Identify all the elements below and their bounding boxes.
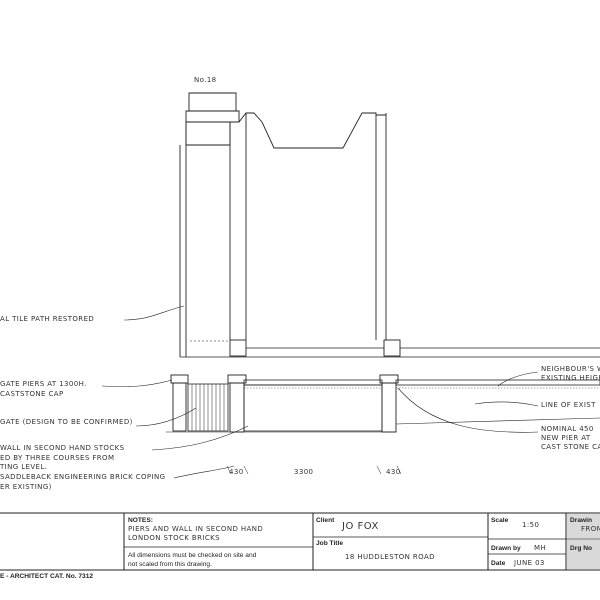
notes-line-2: LONDON STOCK BRICKS	[128, 534, 220, 542]
note-caststone-cap-right: CAST STONE CA	[541, 443, 600, 451]
dimension-right: 430	[386, 468, 401, 476]
client-label: Client	[316, 517, 335, 524]
house-chimney	[188, 92, 237, 112]
notes-line-1: PIERS AND WALL IN SECOND HAND	[128, 525, 263, 533]
drawing-value: FROM	[581, 525, 600, 533]
leader-line	[173, 465, 235, 479]
house-label: No.18	[194, 76, 217, 84]
neighbour-gable-outline	[238, 112, 386, 149]
note-neighbour-wall: NEIGHBOUR'S W	[541, 365, 600, 373]
notes-right: NEIGHBOUR'S W EXISTING HEIGH LINE OF EXI…	[397, 365, 600, 451]
leader-line	[474, 401, 539, 407]
note-line-of-existing: LINE OF EXIST	[541, 401, 596, 409]
leader-line	[135, 407, 197, 427]
drg-no-cell-shade	[567, 540, 600, 569]
note-or-existing: ER EXISTING)	[0, 483, 52, 491]
note-gate-piers: GATE PIERS AT 1300H.	[0, 380, 87, 388]
notes-label: NOTES:	[128, 517, 153, 524]
note-new-pier: NEW PIER AT	[541, 434, 591, 442]
drg-no-label: Drg No	[570, 545, 592, 552]
leader-line	[101, 379, 173, 388]
footer-text: E - ARCHITECT CAT. No. 7312	[0, 573, 93, 580]
scale-label: Scale	[491, 517, 509, 524]
date-value: JUNE 03	[513, 559, 545, 567]
dimensions: 430 3300 430	[226, 465, 402, 476]
pier-cap	[170, 374, 189, 384]
gate	[187, 383, 229, 432]
note-saddleback-coping: SADDLEBACK ENGINEERING BRICK COPING	[0, 473, 165, 481]
note-wall-stocks: WALL IN SECOND HAND STOCKS	[0, 444, 125, 452]
title-block: NOTES: PIERS AND WALL IN SECOND HAND LON…	[0, 512, 600, 580]
job-title-value: 18 HUDDLESTON ROAD	[345, 553, 435, 561]
ground-slope	[395, 417, 600, 425]
pier	[381, 382, 397, 433]
scale-value: 1:50	[522, 521, 539, 529]
low-wall	[243, 379, 383, 432]
drawing-label: Drawin	[570, 517, 592, 524]
dimension-left: 430	[229, 468, 244, 476]
note-tile-path: AL TILE PATH RESTORED	[0, 315, 94, 323]
pier	[229, 382, 245, 433]
disclaimer-line-2: not scaled from this drawing.	[128, 561, 212, 568]
date-label: Date	[491, 560, 506, 567]
note-nominal-450: NOMINAL 450	[541, 425, 594, 433]
notes-left: AL TILE PATH RESTORED GATE PIERS AT 1300…	[0, 305, 249, 491]
pier-cap	[379, 374, 399, 384]
house-parapet	[185, 121, 231, 146]
leader-line	[397, 387, 539, 433]
note-existing-level: TING LEVEL.	[0, 463, 47, 471]
leader-line	[151, 425, 249, 451]
note-existing-height: EXISTING HEIGH	[541, 374, 600, 382]
leader-line	[497, 371, 539, 387]
pier-base-left	[229, 339, 247, 357]
wall-and-gate-elevation: 430 3300 430	[166, 374, 600, 476]
pier	[172, 382, 187, 432]
neighbour-wall-coping	[395, 379, 600, 386]
drawn-by-label: Drawn by	[491, 545, 521, 552]
note-three-courses: ED BY THREE COURSES FROM	[0, 454, 114, 462]
job-title-label: Job Title	[316, 540, 343, 547]
drawn-by-value: MH	[534, 544, 546, 552]
pier-cap	[227, 374, 247, 384]
disclaimer-line-1: All dimensions must be checked on site a…	[128, 552, 257, 559]
dimension-middle: 3300	[294, 468, 313, 476]
note-gate-design: GATE (DESIGN TO BE CONFIRMED)	[0, 418, 133, 426]
pier-base-right	[383, 339, 401, 357]
client-value: JO FOX	[341, 521, 379, 532]
note-caststone-cap: CASTSTONE CAP	[0, 390, 64, 398]
house-coping	[185, 110, 240, 123]
front-elevation: No.18	[179, 76, 600, 358]
leader-line	[123, 305, 185, 321]
drawing-cell-shade	[567, 514, 600, 538]
